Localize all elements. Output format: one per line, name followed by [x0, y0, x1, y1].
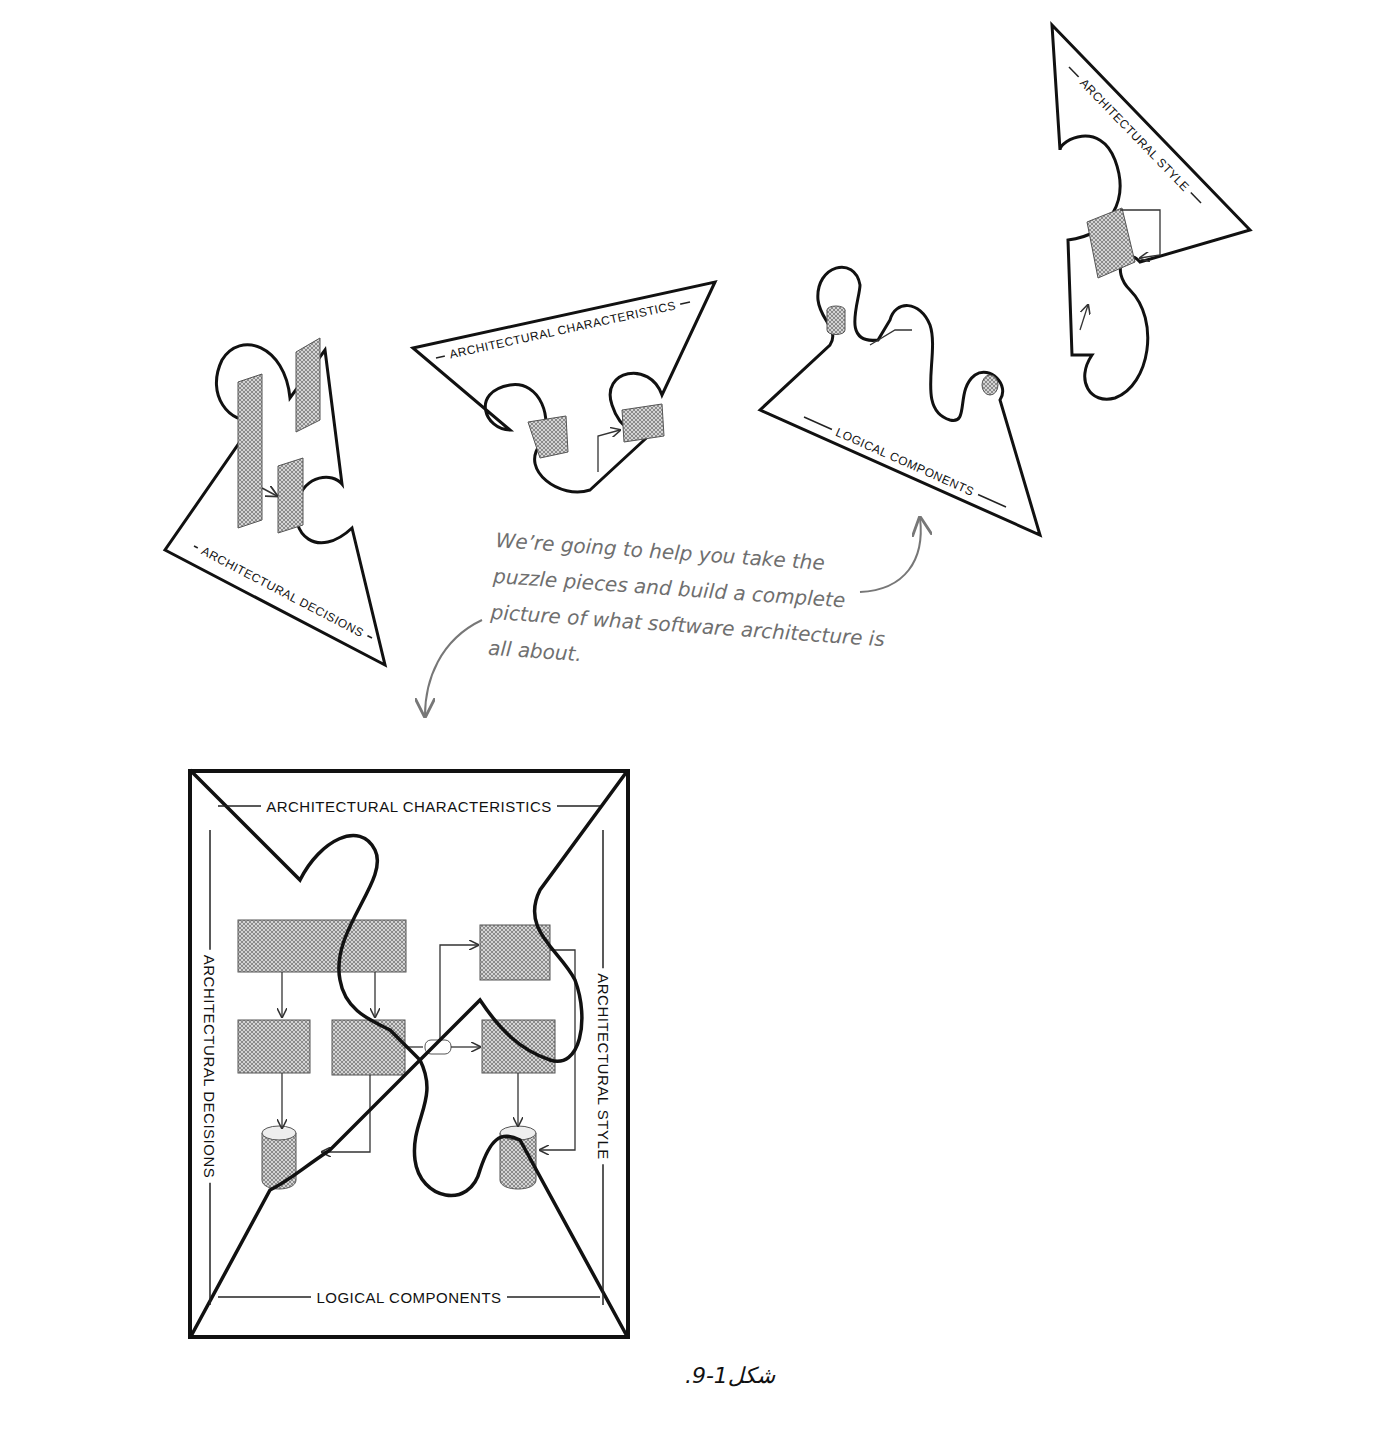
assembled-puzzle-part: [190, 770, 628, 1338]
assembled-puzzle-part: [332, 1020, 405, 1075]
puzzle-piece-part: [165, 345, 385, 665]
puzzle-piece-part: [1080, 305, 1088, 330]
puzzle-piece-part: [238, 374, 262, 528]
assembled-puzzle-part: [517, 1073, 518, 1126]
assembled-puzzle-part: [451, 1046, 480, 1047]
assembled-puzzle-part: [190, 771, 628, 1337]
puzzle-piece-part: [1052, 25, 1250, 399]
piece-label: LOGICAL COMPONENTS: [316, 1289, 501, 1306]
leader-arrow-part: [425, 620, 482, 716]
puzzle-piece: [760, 267, 1040, 535]
puzzle-piece-part: [622, 404, 664, 442]
figure-caption: شکل1-9.: [685, 1363, 775, 1388]
puzzle-piece-part: [1087, 208, 1135, 278]
puzzle-piece-label-box: ARCHITECTURAL DECISIONS: [200, 949, 219, 1182]
piece-label: ARCHITECTURAL DECISIONS: [201, 954, 218, 1177]
puzzle-piece-part: [262, 488, 277, 496]
assembled-puzzle-part: [262, 1126, 296, 1140]
puzzle-piece-part: [804, 417, 1006, 507]
assembled-puzzle-part: [238, 1020, 310, 1073]
puzzle-piece-part: [760, 267, 1040, 535]
puzzle-piece-part: [1069, 67, 1201, 203]
puzzle-piece: [165, 338, 385, 665]
puzzle-piece-part: [278, 458, 303, 533]
puzzle-piece-part: [827, 310, 845, 335]
assembled-puzzle-part: [440, 945, 478, 1040]
puzzle-piece-part: [1120, 210, 1160, 258]
assembled-puzzle-part: [540, 950, 575, 1150]
puzzle-piece-part: [296, 338, 320, 432]
callout-note: We’re going to help you take the puzzle …: [487, 522, 896, 694]
puzzle-piece-part: [598, 430, 620, 472]
leader-arrow-part: [860, 518, 921, 592]
assembled-puzzle-part: [238, 920, 406, 972]
piece-label: ARCHITECTURAL STYLE: [594, 973, 611, 1159]
puzzle-piece: [1052, 25, 1250, 399]
assembled-puzzle-part: [322, 1075, 370, 1152]
puzzle-piece-part: [528, 416, 568, 458]
puzzle-piece-label-box: ARCHITECTURAL STYLE: [593, 968, 612, 1164]
assembled-puzzle: [190, 770, 628, 1338]
piece-label: ARCHITECTURAL CHARACTERISTICS: [266, 798, 552, 815]
leader-arrow: [425, 518, 921, 716]
assembled-puzzle-part: [190, 770, 628, 1338]
assembled-puzzle-part: [374, 972, 375, 1017]
puzzle-piece-label-box: LOGICAL COMPONENTS: [311, 1288, 506, 1307]
puzzle-piece-label-box: ARCHITECTURAL CHARACTERISTICS: [261, 797, 557, 816]
puzzle-piece-part: [870, 330, 912, 345]
assembled-puzzle-part: [281, 972, 282, 1017]
assembled-puzzle-part: [482, 1020, 555, 1073]
puzzle-piece-part: [413, 282, 715, 492]
puzzle-piece: [413, 282, 715, 492]
assembled-puzzle-part: [262, 1133, 296, 1189]
assembled-puzzle-part: [281, 1073, 282, 1128]
puzzle-piece-part: [982, 375, 998, 395]
